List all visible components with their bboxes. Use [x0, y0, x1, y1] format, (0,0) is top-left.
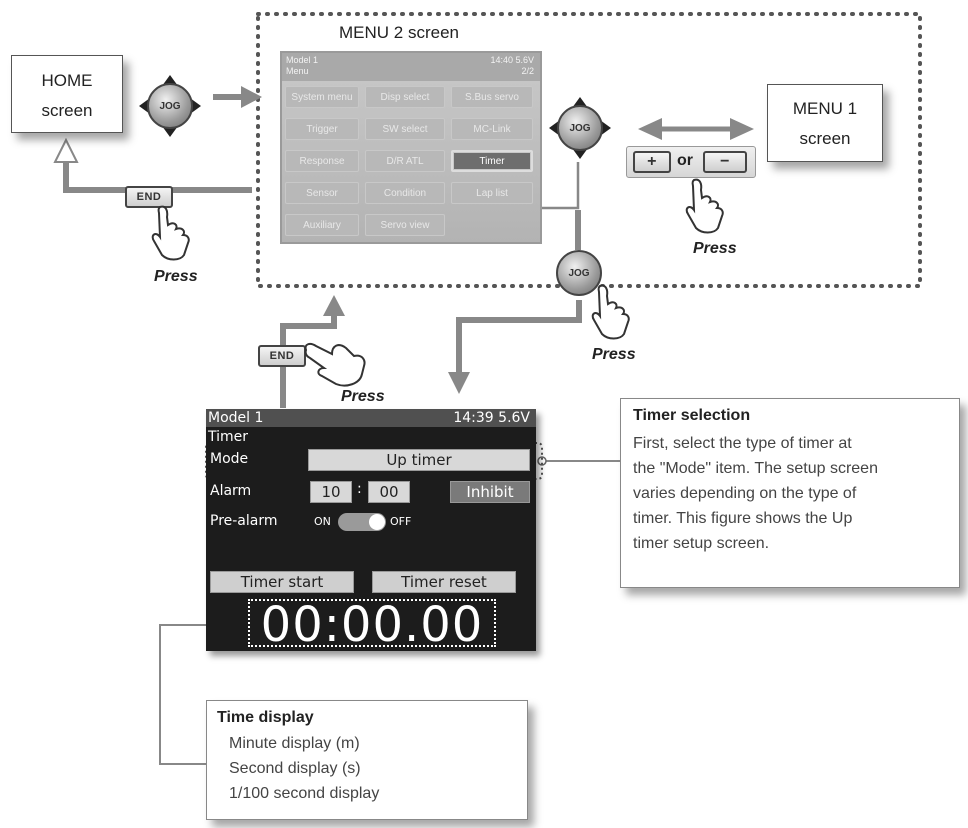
press-label-end: Press [341, 388, 385, 405]
menu2-header-model: Model 1 [286, 55, 319, 65]
pressing-hand-icon [591, 284, 630, 340]
timer-selection-heading: Timer selection [633, 407, 751, 424]
mode-select[interactable]: Up timer [308, 449, 530, 471]
menu2-item-dr-atl[interactable]: D/R ATL [365, 150, 445, 172]
menu2-item-auxiliary[interactable]: Auxiliary [285, 214, 359, 236]
jog-press-button[interactable]: JOG [556, 250, 602, 296]
timer-reset-button[interactable]: Timer reset [372, 571, 516, 593]
time-display-text-line: Minute display (m) [229, 735, 360, 752]
menu2-item-timer[interactable]: Timer [451, 150, 533, 172]
timer-selection-text-line: varies depending on the type of [633, 485, 857, 502]
menu2-header-menu: Menu [286, 66, 309, 76]
jog-knob: JOG [557, 105, 603, 151]
menu2-row: Trigger SW select MC-Link [282, 113, 540, 145]
plus-minus-keys: + or − [626, 146, 756, 178]
press-label-top-left: Press [154, 268, 198, 285]
menu2-header-page: 2/2 [521, 66, 534, 76]
menu2-item-mc-link[interactable]: MC-Link [451, 118, 533, 140]
alarm-seconds-field[interactable]: 00 [368, 481, 410, 503]
time-display: 00:00.00 [248, 599, 496, 649]
alarm-label: Alarm [210, 483, 252, 499]
time-display-callout: Time display Minute display (m) Second d… [206, 700, 528, 820]
end-key-bottom[interactable]: END [258, 345, 306, 367]
mode-label: Mode [210, 451, 249, 467]
timer-screen: Model 1 14:39 5.6V Timer Mode Up timer A… [206, 409, 536, 651]
home-label-1: HOME [41, 71, 93, 90]
timer-screen-model: Model 1 [208, 410, 264, 426]
timer-selection-text-line: First, select the type of timer at [633, 435, 852, 452]
time-display-text-line: 1/100 second display [229, 785, 380, 802]
timer-screen-title: Timer [208, 429, 249, 445]
alarm-inhibit-button[interactable]: Inhibit [450, 481, 530, 503]
menu2-item-trigger[interactable]: Trigger [285, 118, 359, 140]
prealarm-off-label: OFF [390, 515, 412, 528]
arrow-menu1-menu2 [638, 118, 754, 140]
menu1-label-1: MENU 1 [792, 99, 858, 118]
jog-button-left[interactable]: JOG [138, 74, 202, 138]
time-display-heading: Time display [217, 709, 314, 726]
pressing-hand-icon [685, 178, 724, 234]
menu2-item-response[interactable]: Response [285, 150, 359, 172]
menu2-row: Auxiliary Servo view [282, 209, 540, 241]
prealarm-toggle[interactable] [338, 513, 386, 531]
timer-selection-leader [537, 456, 620, 466]
menu2-header-status: 14:40 5.6V [490, 55, 534, 65]
timer-selection-callout: Timer selection First, select the type o… [620, 398, 960, 588]
timer-selection-text-line: timer. This figure shows the Up [633, 510, 853, 527]
menu2-item-disp-select[interactable]: Disp select [365, 86, 445, 108]
press-label-jog: Press [592, 346, 636, 363]
press-label-plus-minus: Press [693, 240, 737, 257]
menu2-item-servo-view[interactable]: Servo view [365, 214, 445, 236]
menu1-label-2: screen [799, 129, 851, 148]
toggle-knob [369, 514, 385, 530]
time-display-text-line: Second display (s) [229, 760, 361, 777]
menu2-row: System menu Disp select S.Bus servo [282, 81, 540, 113]
menu2-caption: MENU 2 screen [339, 23, 459, 42]
jog-knob: JOG [147, 83, 193, 129]
end-key-top[interactable]: END [125, 186, 173, 208]
timer-selection-text-line: the "Mode" item. The setup screen [633, 460, 878, 477]
menu2-row: Response D/R ATL Timer [282, 145, 540, 177]
jog-button-right[interactable]: JOG [548, 96, 612, 160]
pressing-hand-icon [151, 205, 190, 261]
arrow-end-to-menu2 [280, 295, 345, 408]
pressing-hand-icon [304, 342, 366, 387]
prealarm-label: Pre-alarm [210, 513, 278, 529]
menu2-item-system[interactable]: System menu [285, 86, 359, 108]
alarm-colon: : [357, 481, 362, 497]
timer-screen-titlebar: Model 1 14:39 5.6V [206, 409, 536, 427]
menu2-item-sbus-servo[interactable]: S.Bus servo [451, 86, 533, 108]
menu2-item-condition[interactable]: Condition [365, 182, 445, 204]
plus-key[interactable]: + [633, 151, 671, 173]
timer-start-button[interactable]: Timer start [210, 571, 354, 593]
menu2-item-lap-list[interactable]: Lap list [451, 182, 533, 204]
menu2-header: Model 1 Menu 14:40 5.6V 2/2 [282, 53, 540, 81]
timer-screen-status: 14:39 5.6V [453, 410, 530, 426]
prealarm-on-label: ON [314, 515, 331, 528]
menu2-item-sw-select[interactable]: SW select [365, 118, 445, 140]
menu2-screen-thumbnail: Model 1 Menu 14:40 5.6V 2/2 System menu … [280, 51, 542, 244]
alarm-minutes-field[interactable]: 10 [310, 481, 352, 503]
home-label-2: screen [41, 101, 93, 120]
menu2-row: Sensor Condition Lap list [282, 177, 540, 209]
arrow-jog-to-timer [448, 300, 582, 394]
arrow-end-to-home [53, 137, 252, 193]
or-label: or [677, 152, 693, 169]
timer-selection-text-line: timer setup screen. [633, 535, 770, 552]
menu2-item-sensor[interactable]: Sensor [285, 182, 359, 204]
home-screen-box: HOME screen [11, 55, 123, 133]
arrow-home-to-menu2 [213, 86, 262, 108]
menu2-group-border [256, 12, 922, 288]
menu1-screen-box: MENU 1 screen [767, 84, 883, 162]
minus-key[interactable]: − [703, 151, 747, 173]
